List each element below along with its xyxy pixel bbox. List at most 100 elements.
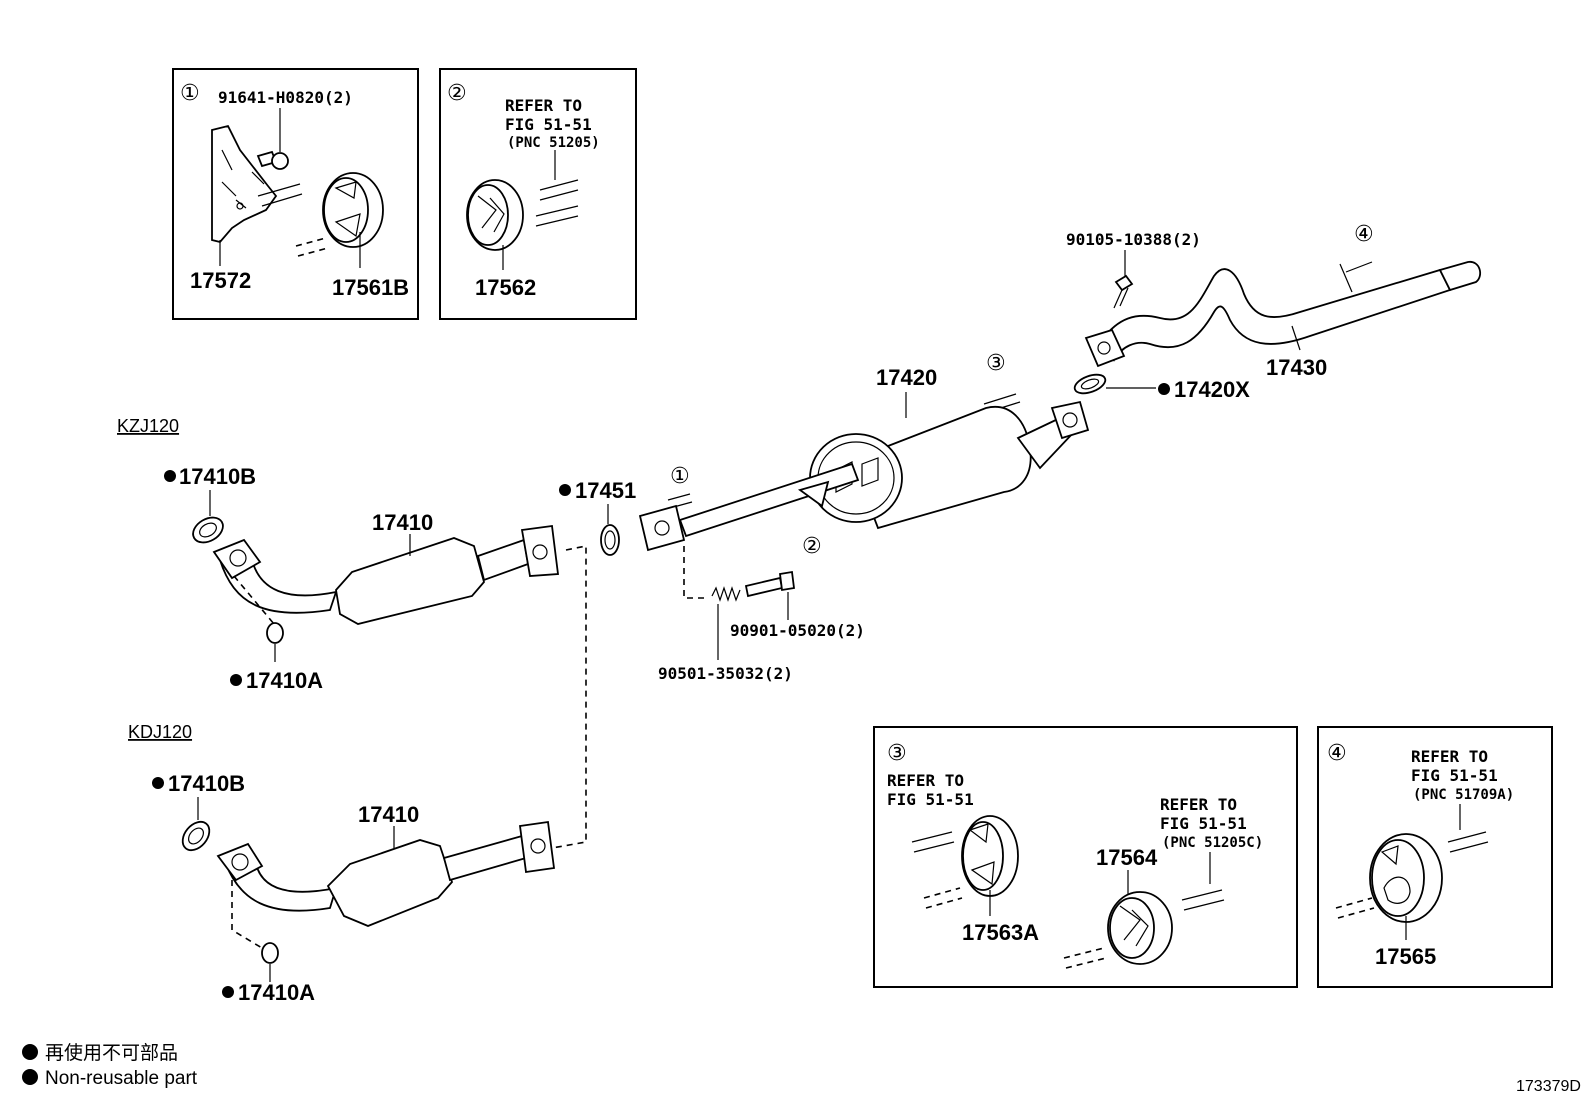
legend-text-en: Non-reusable part: [45, 1068, 198, 1089]
center-pipe-flange-hole: [654, 520, 670, 536]
spring-bolt-label: 90901-05020(2): [730, 621, 865, 640]
center-pipe-flange: [638, 504, 686, 552]
spring-bolt-shank: [744, 576, 784, 598]
inset-4-frame: [1317, 726, 1553, 988]
inset-4-rod-bottom: [1335, 897, 1375, 919]
kzj-pipe-inlet: [218, 559, 338, 614]
bracket-hole: [236, 202, 244, 210]
inset-4: ④ REFER TO FIG 51-51 (PNC 51709A) 17565: [1317, 726, 1553, 988]
muffler-label: 17420: [876, 365, 937, 390]
hanger-17565-slots: [1380, 845, 1411, 904]
inset-3-marker: ③: [887, 741, 907, 766]
inset-4-rod-top: [1447, 831, 1489, 853]
inset-3-rod-b-top: [1181, 889, 1225, 911]
kzj120-group: KZJ120 17410B 17410 17410A: [117, 416, 560, 693]
kdj-pipe-outlet: [442, 834, 528, 882]
muffler-group: 17420 ③: [809, 351, 1090, 530]
kzj-nut-17410a: [266, 622, 284, 644]
kdj-gasket-label: 17410B: [168, 771, 245, 796]
tailpipe-flange-hole: [1097, 341, 1111, 355]
kzj-outlet-flange: [520, 524, 560, 577]
gasket-17451: [600, 524, 620, 556]
inset-3-rod-a-bottom: [923, 887, 963, 909]
hanger-17562-label: 17562: [475, 275, 536, 300]
gasket-17420x: [1073, 373, 1107, 395]
tailpipe-17430: [1100, 268, 1452, 362]
gasket-17451-nonreusable-dot: [559, 484, 571, 496]
hanger-17565-face: [1371, 839, 1425, 917]
kdj-nut-label: 17410A: [238, 980, 315, 1005]
kzj-gasket-17410b: [192, 516, 224, 544]
spring-bolt-head: [778, 570, 796, 592]
kdj-inlet-flange: [216, 842, 264, 882]
center-hanger-rod-1: [667, 493, 693, 509]
kzj120-model-label: KZJ120: [117, 416, 179, 436]
kdj-catalytic-converter: [326, 839, 454, 927]
tailpipe-flange: [1084, 328, 1126, 368]
bracket-shape: [211, 124, 278, 244]
inset-3-frame: [873, 726, 1298, 988]
hanger-17563a-slots: [968, 823, 995, 886]
hanger-17561b-face: [323, 177, 369, 243]
spring-90501: [711, 586, 741, 602]
hanger-17563a-label: 17563A: [962, 920, 1039, 945]
kzj-catalytic-converter: [335, 537, 485, 625]
inset-2-ref-line2: FIG 51-51: [505, 115, 592, 134]
inset-2-rod: [535, 179, 579, 227]
kzj-gasket-nonreusable-dot: [164, 470, 176, 482]
tailpipe-bolt-head: [1114, 274, 1134, 292]
inset-3-ref-a-line2: FIG 51-51: [887, 790, 974, 809]
hanger-17565-label: 17565: [1375, 944, 1436, 969]
kzj-outlet-flange-hole: [532, 544, 548, 560]
hanger-17563a-face: [962, 821, 1004, 891]
kdj-pipe-inlet: [224, 863, 338, 912]
kdj-gasket-17410b: [181, 820, 211, 852]
kdj-inlet-flange-hole: [231, 853, 249, 871]
legend-text-ja: 再使用不可部品: [45, 1042, 178, 1064]
spring-label: 90501-35032(2): [658, 664, 793, 683]
tailpipe-bolt-shank: [1113, 287, 1129, 309]
inset-3-rod-b-bottom: [1063, 947, 1107, 969]
kdj120-group: KDJ120 17410B 17410 17410A: [128, 722, 556, 1005]
bracket-label: 17572: [190, 268, 251, 293]
kdj-gasket-hole: [188, 827, 204, 845]
tailpipe-label: 17430: [1266, 355, 1327, 380]
inset-2: ② REFER TO FIG 51-51 (PNC 51205) 17562: [439, 68, 637, 320]
inset-3-ref-b-line3: (PNC 51205C): [1162, 835, 1263, 851]
kdj-outlet-flange-hole: [530, 838, 546, 854]
inset-3: ③ REFER TO FIG 51-51 17563A REFER TO FIG…: [873, 726, 1298, 988]
muffler-outlet-flange: [1050, 400, 1090, 440]
inset-1: ① 91641-H0820(2) 17572 17561B: [172, 68, 419, 320]
center-marker-1: ①: [670, 464, 690, 489]
center-pipe: [678, 462, 860, 538]
inset-1-marker: ①: [180, 81, 200, 106]
inset-3-ref-b-line1: REFER TO: [1160, 795, 1237, 814]
tailpipe-marker: ④: [1354, 222, 1374, 247]
bolt-head: [271, 152, 289, 170]
kdj-nut-17410a: [261, 942, 279, 964]
inset-3-rod-a-top: [911, 831, 955, 853]
bracket-rod: [257, 183, 303, 207]
inset-4-ref-line2: FIG 51-51: [1411, 766, 1498, 785]
kzj-inlet-flange-hole: [229, 549, 247, 567]
spring-dash-leader: [683, 546, 706, 599]
inset-2-ref-line3: (PNC 51205): [507, 135, 600, 151]
inset-2-marker: ②: [447, 81, 467, 106]
gasket-17451-hole: [604, 530, 616, 550]
legend-dot-ja: [22, 1044, 38, 1060]
kdj-gasket-nonreusable-dot: [152, 777, 164, 789]
center-pipe-group: ① ② 17451 90901-05020(2) 90501-35032(2): [559, 462, 865, 683]
tailpipe-group: 90105-10388(2) ④ 17430 17420X: [1066, 222, 1482, 402]
muffler-outlet-hole: [1062, 412, 1078, 428]
legend: 再使用不可部品 Non-reusable part: [22, 1042, 198, 1089]
inset-2-frame: [439, 68, 637, 320]
hanger-17562-face: [467, 184, 509, 246]
inset-3-ref-a-line1: REFER TO: [887, 771, 964, 790]
hanger-17562-slots: [477, 195, 505, 233]
tailpipe-leader: [1291, 325, 1301, 351]
kdj-nut-dash: [231, 880, 263, 949]
tailpipe-hanger-rod: [1339, 261, 1373, 293]
tailpipe-tip: [1438, 261, 1482, 292]
kdj-outlet-flange: [518, 820, 556, 874]
kzj-front-pipe-label: 17410: [372, 510, 433, 535]
